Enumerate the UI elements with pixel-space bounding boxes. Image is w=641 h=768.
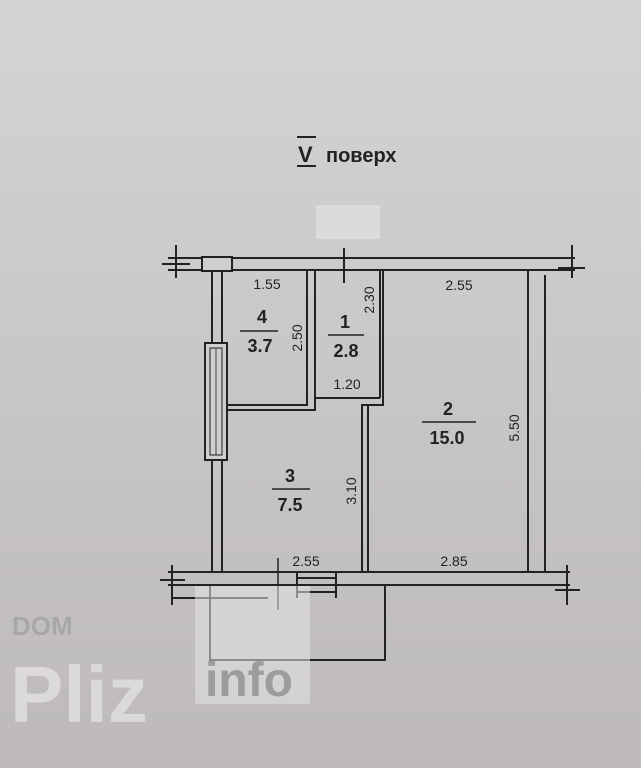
dim-room2-bottom: 2.85 bbox=[440, 553, 467, 569]
dim-room3-length: 3.10 bbox=[343, 477, 359, 504]
room-number: 4 bbox=[257, 307, 267, 327]
watermark-info: info bbox=[205, 654, 293, 707]
dim-room2-top: 2.55 bbox=[445, 277, 472, 293]
room-1: 1 2.8 bbox=[328, 312, 364, 361]
room-number: 2 bbox=[443, 399, 453, 419]
floor-numeral: V bbox=[298, 142, 313, 167]
dim-room2-length: 5.50 bbox=[506, 414, 522, 441]
room-area: 15.0 bbox=[429, 428, 464, 448]
room-area: 7.5 bbox=[277, 495, 302, 515]
watermark-dom: DOM bbox=[12, 611, 73, 641]
dim-room1-length: 2.30 bbox=[361, 286, 377, 313]
room-4: 4 3.7 bbox=[240, 307, 278, 356]
watermark-logo: DOM Pliz info bbox=[10, 586, 310, 739]
dim-room4-width: 1.55 bbox=[253, 276, 280, 292]
room-3: 3 7.5 bbox=[272, 466, 310, 515]
room-number: 3 bbox=[285, 466, 295, 486]
dimensions: 1.55 2.50 2.30 1.20 2.55 5.50 3.10 2.55 … bbox=[253, 276, 522, 569]
room-area: 2.8 bbox=[333, 341, 358, 361]
blank-patch bbox=[316, 205, 380, 239]
room-area: 3.7 bbox=[247, 336, 272, 356]
floor-word: поверх bbox=[326, 145, 397, 167]
room-2: 2 15.0 bbox=[422, 399, 476, 448]
dim-room1-width: 1.20 bbox=[333, 376, 360, 392]
room-number: 1 bbox=[340, 312, 350, 332]
dim-room4-length: 2.50 bbox=[289, 324, 305, 351]
radiator bbox=[204, 342, 228, 461]
dim-room3-bottom: 2.55 bbox=[292, 553, 319, 569]
watermark-pliz: Pliz bbox=[10, 650, 148, 739]
